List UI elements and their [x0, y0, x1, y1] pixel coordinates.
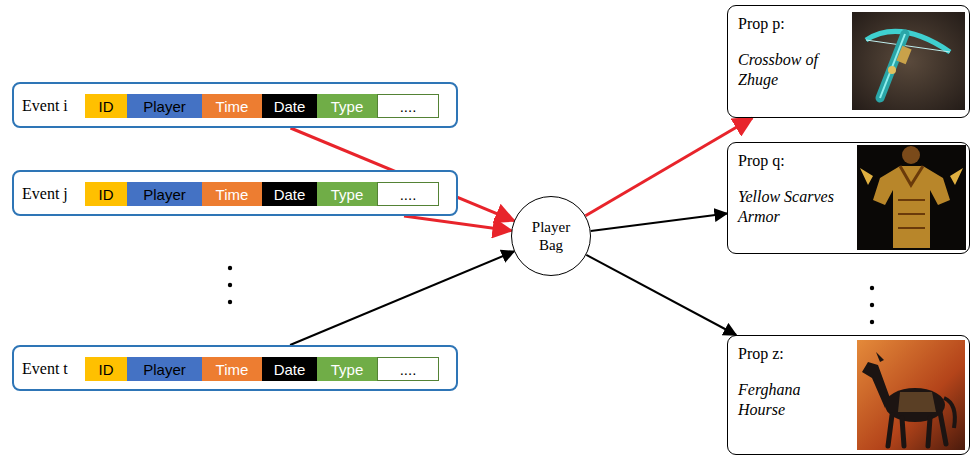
node-text: Prop q:: [738, 151, 850, 171]
node-text: Event t: [22, 357, 68, 381]
node-text: Player: [143, 186, 186, 203]
crossbow-picture: [852, 12, 965, 110]
field-cell: Time: [202, 182, 262, 206]
node-text: ID: [99, 361, 114, 378]
node-text: Date: [274, 186, 306, 203]
node-text: Time: [216, 98, 249, 115]
field-cell: Date: [262, 182, 317, 206]
node-text: Time: [216, 361, 249, 378]
field-cell: Player: [127, 94, 202, 118]
node-text: Event i: [22, 94, 68, 118]
field-cell: Type: [317, 94, 377, 118]
node-text: ....: [400, 98, 417, 115]
node-text: Type: [331, 98, 364, 115]
prop-box: Prop z: Ferghana Hourse: [727, 335, 970, 455]
node-text: ID: [99, 186, 114, 203]
node-text: Player: [143, 361, 186, 378]
node-text: Prop z:: [738, 344, 850, 364]
node-text: Event j: [22, 182, 68, 206]
field-cell: ....: [377, 182, 439, 206]
node-text: Player: [143, 98, 186, 115]
node-text: Yellow Scarves Armor: [738, 187, 850, 227]
node-text: Player Bag: [522, 218, 580, 254]
field-cell: Player: [127, 357, 202, 381]
node-text: Time: [216, 186, 249, 203]
node-text: Ferghana Hourse: [738, 380, 850, 420]
node-text: ....: [400, 186, 417, 203]
field-cell: Type: [317, 357, 377, 381]
field-cell: ....: [377, 94, 439, 118]
field-cell: Date: [262, 357, 317, 381]
horse-picture: [857, 340, 965, 450]
bag-circle: Player Bag: [511, 196, 591, 276]
node-text: ID: [99, 98, 114, 115]
node-text: Type: [331, 186, 364, 203]
field-cell: Time: [202, 94, 262, 118]
field-cell: ID: [85, 182, 127, 206]
node-text: Prop p:: [738, 14, 850, 34]
node-text: Crossbow of Zhuge: [738, 50, 850, 90]
node-text: Date: [274, 98, 306, 115]
node-text: Date: [274, 361, 306, 378]
prop-box: Prop q: Yellow Scarves Armor: [727, 142, 970, 254]
event-row: Event i ID Player Time Date Type....: [12, 82, 458, 128]
field-cell: Type: [317, 182, 377, 206]
field-cell: Date: [262, 94, 317, 118]
flow-arrow: [586, 255, 736, 335]
field-cell: ....: [377, 357, 439, 381]
event-row: Event t ID Player Time Date Type....: [12, 345, 458, 391]
field-cell: ID: [85, 94, 127, 118]
field-cell: Player: [127, 182, 202, 206]
field-cell: ID: [85, 357, 127, 381]
node-text: ....: [400, 361, 417, 378]
flow-arrow: [591, 214, 727, 231]
field-cell: Time: [202, 357, 262, 381]
flow-arrow: [404, 216, 511, 231]
event-row: Event j ID Player Time Date Type....: [12, 170, 458, 216]
armor-picture: [857, 145, 966, 250]
node-text: Type: [331, 361, 364, 378]
prop-box: Prop p: Crossbow of Zhuge: [727, 5, 970, 118]
flow-arrow: [290, 251, 514, 345]
